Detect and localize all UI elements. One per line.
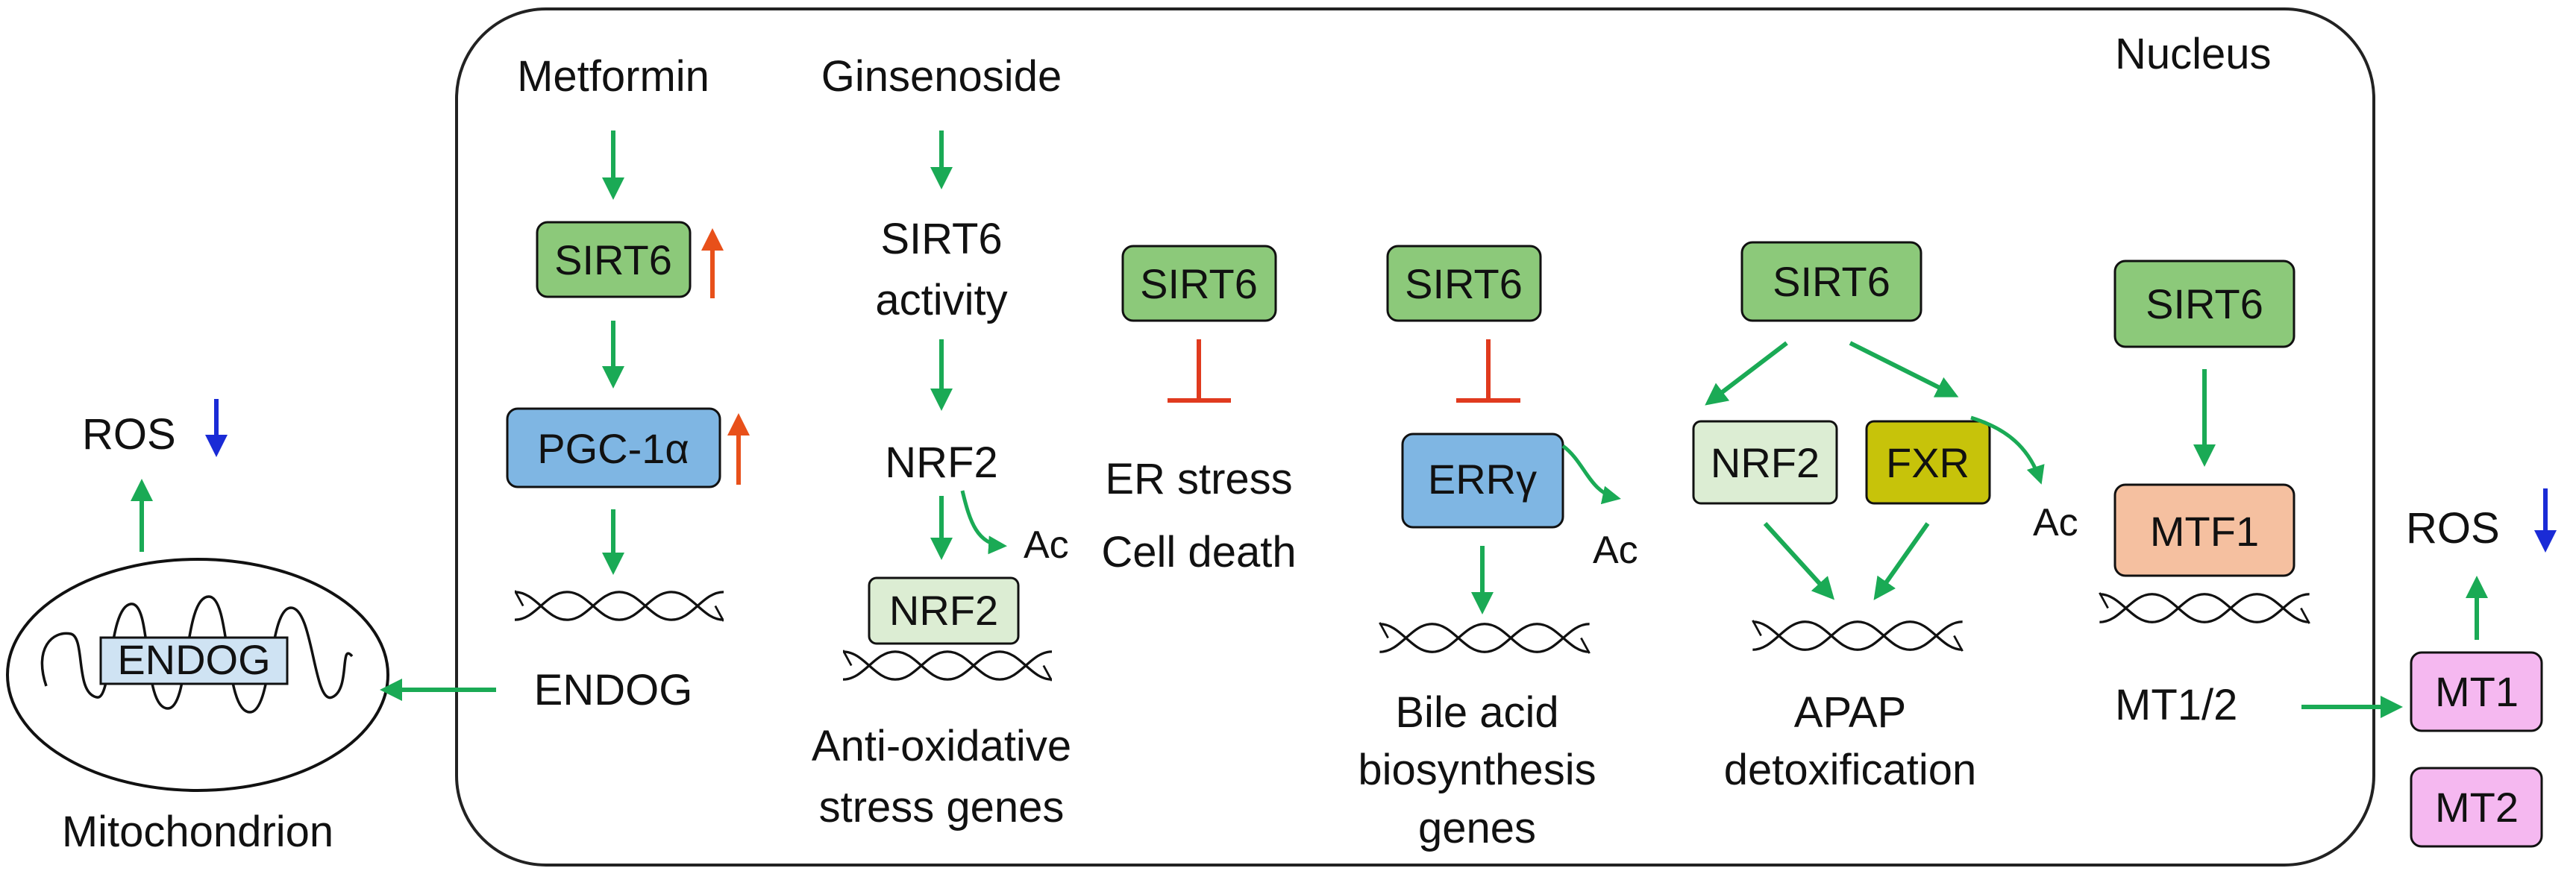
dna-col5	[1751, 619, 1964, 653]
errg-label: ERRγ	[1428, 456, 1537, 503]
errg-box	[1401, 433, 1564, 529]
nrf2-box-col2	[868, 576, 1020, 645]
dna-col4	[1378, 621, 1591, 655]
mt1-box	[2410, 651, 2543, 732]
mtf1-label: MTF1	[2150, 508, 2259, 555]
sirt6-to-nrf2-arrow-col5	[1705, 341, 1788, 406]
sirt6-activity-line1: SIRT6	[880, 215, 1002, 263]
sirt6-activity-line2: activity	[875, 276, 1007, 324]
pgc1a-box	[506, 407, 721, 488]
pgc1a-label: PGC-1α	[537, 425, 689, 472]
sirt6-label-col6: SIRT6	[2146, 280, 2263, 327]
nrf2-text-col2: NRF2	[885, 438, 997, 487]
mt2-box	[2410, 767, 2543, 848]
dna-col6	[2098, 591, 2311, 625]
mtf1-box	[2113, 483, 2295, 577]
sirt6-box-col3	[1121, 245, 1277, 322]
mitochondrion: ENDOG	[6, 558, 389, 792]
ac-label-col5: Ac	[2033, 501, 2078, 544]
dna-col1	[515, 589, 724, 623]
er-stress-label: ER stress	[1105, 455, 1292, 503]
sirt6-label-col4: SIRT6	[1405, 260, 1523, 307]
bile-acid-line2: biosynthesis	[1358, 746, 1596, 794]
sirt6-box-col4	[1386, 245, 1542, 322]
nucleus-boundary	[455, 7, 2375, 867]
endog-box-mito	[99, 636, 289, 685]
apap-line2: detoxification	[1724, 746, 1977, 794]
anti-oxidative-line2: stress genes	[819, 783, 1065, 831]
ros-left-label: ROS	[82, 410, 176, 459]
bile-acid-line3: genes	[1418, 804, 1536, 852]
cell-death-label: Cell death	[1101, 528, 1296, 576]
endog-gene-label: ENDOG	[534, 666, 693, 714]
mt12-gene-label: MT1/2	[2115, 681, 2237, 729]
sirt6-label-col1: SIRT6	[554, 236, 672, 283]
nrf2-box-label-col2: NRF2	[889, 587, 998, 634]
nucleus-label: Nucleus	[2115, 30, 2272, 78]
errg-acetylation-arrow	[1561, 444, 1621, 505]
nrf2-label-col5: NRF2	[1711, 439, 1820, 486]
mt2-label: MT2	[2435, 784, 2519, 831]
mitochondrial-cristae	[40, 595, 354, 714]
ros-right-label: ROS	[2406, 504, 2500, 553]
fxr-acetylation-arrow	[1970, 415, 2045, 485]
sirt6-label-col5: SIRT6	[1773, 258, 1890, 305]
sirt6-to-fxr-arrow	[1849, 341, 1959, 397]
sirt6-label-col3: SIRT6	[1140, 260, 1258, 307]
dna-col2	[843, 649, 1052, 682]
ac-label-col2: Ac	[1024, 523, 1069, 567]
fxr-to-dna-arrow	[1873, 522, 1930, 600]
sirt6-box-col1	[536, 221, 692, 298]
metformin-label: Metformin	[517, 52, 709, 101]
ginsenoside-label: Ginsenoside	[821, 52, 1062, 101]
anti-oxidative-line1: Anti-oxidative	[812, 722, 1071, 770]
fxr-box	[1865, 420, 1991, 505]
nrf2-box-col5	[1692, 420, 1838, 505]
mt1-label: MT1	[2435, 668, 2519, 715]
fxr-label: FXR	[1886, 439, 1969, 486]
apap-line1: APAP	[1794, 688, 1906, 737]
nrf2-acetylation-arrow	[960, 490, 1007, 555]
mitochondrion-label: Mitochondrion	[62, 808, 333, 856]
bile-acid-line1: Bile acid	[1395, 688, 1558, 737]
sirt6-box-col5	[1740, 241, 1922, 322]
ac-label-col4: Ac	[1593, 529, 1638, 572]
sirt6-box-col6	[2113, 260, 2295, 348]
endog-box-label: ENDOG	[117, 636, 270, 683]
nrf2-to-dna-arrow-col5	[1763, 521, 1835, 600]
